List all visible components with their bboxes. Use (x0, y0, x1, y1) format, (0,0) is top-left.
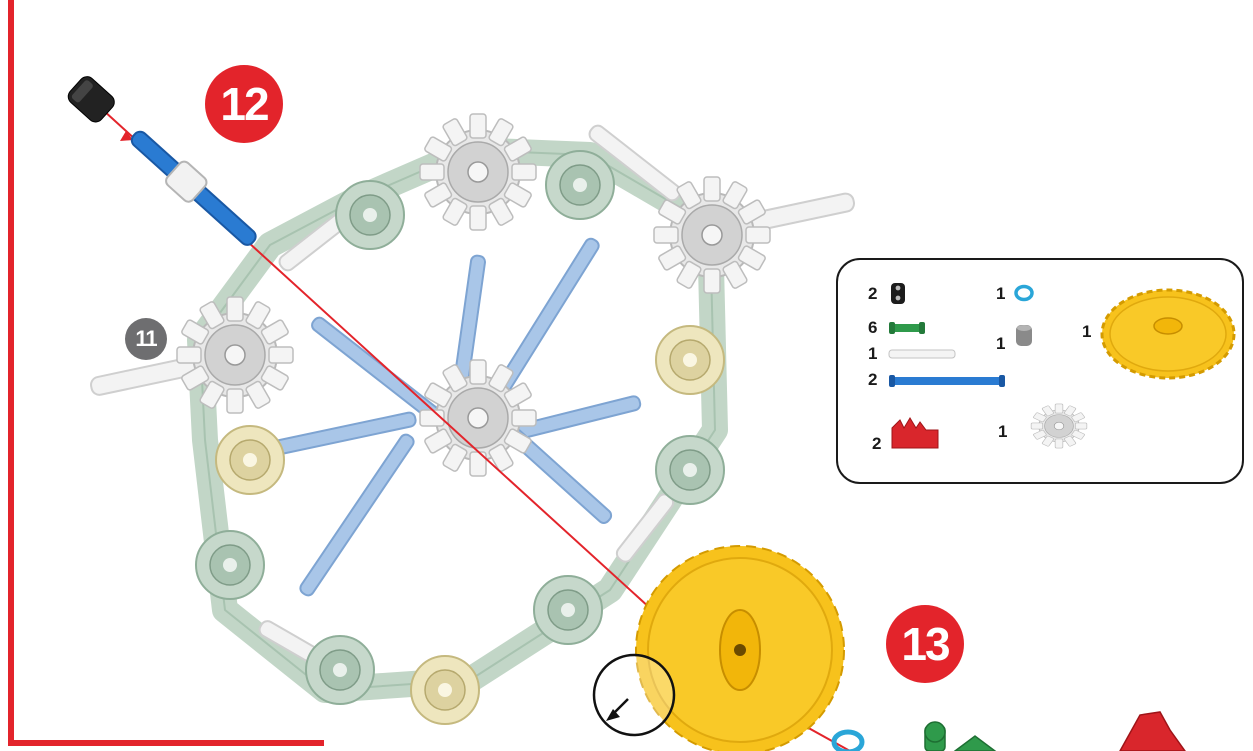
qty-blue-rod: 2 (868, 370, 878, 389)
white-rod-icon (888, 349, 956, 359)
page-border-bottom (8, 740, 324, 746)
green-short-rod-icon (889, 322, 925, 334)
step-13-badge: 13 (886, 605, 964, 683)
qty-red-connector: 2 (872, 434, 882, 453)
gray-spacer-icon (1016, 325, 1032, 346)
qty-gray-spacer: 1 (996, 334, 1006, 353)
gray-hub-connector-icon (1030, 403, 1088, 449)
page-border-left (8, 0, 14, 746)
qty-black-bushing: 2 (868, 284, 878, 303)
parts-list-box: 2 6 1 2 2 1 1 1 (836, 258, 1244, 484)
black-bushing-icon (891, 283, 905, 304)
qty-white-rod: 1 (868, 344, 878, 363)
blue-rod-icon (889, 375, 1005, 387)
qty-gray-hub: 1 (998, 422, 1008, 441)
yellow-gear-icon (1100, 288, 1236, 380)
step-12-badge: 12 (205, 65, 283, 143)
qty-yellow-gear: 1 (1082, 322, 1092, 341)
blue-ring-icon (1014, 284, 1034, 302)
step-11-badge: 11 (125, 318, 167, 360)
yellow-gear (635, 545, 845, 751)
red-connector-icon (891, 417, 939, 449)
qty-green-rod: 6 (868, 318, 878, 337)
qty-blue-ring: 1 (996, 284, 1006, 303)
